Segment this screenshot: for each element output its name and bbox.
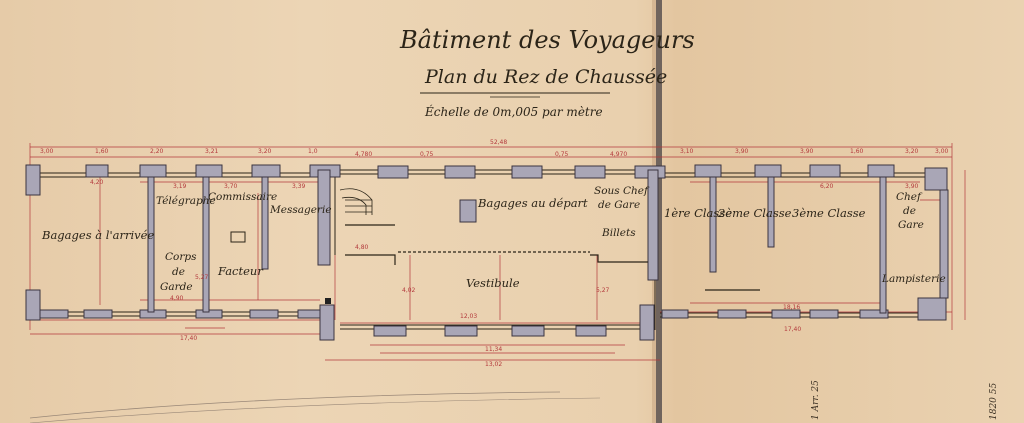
dim-label: 3,10	[680, 148, 694, 155]
room-facteur: Facteur	[218, 264, 263, 278]
room-telegraphe: Télégraphe	[156, 195, 216, 207]
dim-label: 1,0	[308, 148, 318, 155]
dim-label: 4,780	[355, 151, 373, 158]
dim-label: 3,90	[735, 148, 749, 155]
staircase	[339, 188, 373, 215]
dim-label: 4,970	[610, 151, 628, 158]
dim-label: 4,90	[170, 295, 184, 302]
dim-label: 1,60	[850, 148, 864, 155]
dim-label: 3,21	[205, 148, 219, 155]
dim-label: 12,03	[460, 313, 478, 320]
dim-label: 5,27	[596, 287, 610, 294]
dim-label: 4,80	[355, 244, 369, 251]
dim-label: 3,20	[905, 148, 919, 155]
dim-label: 3,39	[292, 183, 306, 190]
room-bagages-arrivee: Bagages à l'arrivée	[42, 228, 155, 242]
room-messagerie: Messagerie	[270, 204, 332, 216]
dim-label: 3,90	[905, 183, 919, 190]
dim-label: 17,40	[180, 335, 198, 342]
dim-label: 6,20	[820, 183, 834, 190]
room-sous-chef-line2: de Gare	[598, 199, 641, 211]
room-commissaire: Commissaire	[208, 191, 278, 203]
room-chef-line3: Gare	[898, 219, 924, 231]
dim-label: 1,60	[95, 148, 109, 155]
dim-label: 11,34	[485, 346, 503, 353]
dim-label: 3,19	[173, 183, 187, 190]
vestibule-partitions	[345, 224, 760, 291]
room-premiere-classe: 1ère Classe	[664, 206, 733, 220]
archive-mark: 1820 55	[989, 382, 999, 420]
room-billets: Billets	[602, 227, 636, 239]
dim-label: 3,00	[40, 148, 54, 155]
door-marker	[230, 231, 246, 243]
scale-note: Échelle de 0m,005 par mètre	[425, 105, 603, 119]
sheet-crease	[656, 0, 662, 423]
room-troisieme-classe: 3ème Classe	[792, 206, 866, 220]
dim-label: 0,75	[420, 151, 434, 158]
room-lampisterie: Lampisterie	[882, 273, 946, 285]
room-vestibule: Vestibule	[466, 276, 520, 290]
wall-piers	[25, 164, 949, 341]
dim-label: 17,40	[784, 326, 802, 333]
pencil-line	[29, 397, 601, 423]
stove-marker	[325, 298, 331, 304]
room-corps-line2: de	[172, 266, 185, 278]
room-chef-line2: de	[903, 205, 916, 217]
dim-label: 3,90	[800, 148, 814, 155]
room-deuxieme-classe: 2ème Classe	[718, 206, 792, 220]
drawing-subtitle: Plan du Rez de Chaussée	[425, 66, 668, 88]
room-bagages-depart: Bagages au départ	[478, 196, 588, 210]
exterior-wall-lines	[28, 169, 945, 330]
room-corps-line1: Corps	[165, 251, 197, 263]
dim-label: 5,27	[195, 274, 209, 281]
drawing-title: Bâtiment des Voyageurs	[400, 26, 695, 54]
dim-label: 3,20	[258, 148, 272, 155]
dim-label: 13,02	[485, 361, 503, 368]
room-sous-chef-line1: Sous Chef	[594, 185, 648, 197]
overall-dimension: 52,48	[490, 139, 508, 146]
archive-mark: 1 Arr. 25	[811, 380, 821, 420]
dim-label: 4,20	[90, 179, 104, 186]
dim-label: 0,75	[555, 151, 569, 158]
dim-label: 3,70	[224, 183, 238, 190]
dim-label: 2,20	[150, 148, 164, 155]
pencil-line	[29, 391, 561, 419]
room-chef-line1: Chef	[896, 191, 921, 203]
dim-label: 3,00	[935, 148, 949, 155]
dim-label: 18,16	[783, 304, 801, 311]
dim-label: 4,02	[402, 287, 416, 294]
room-corps-line3: Garde	[160, 281, 193, 293]
